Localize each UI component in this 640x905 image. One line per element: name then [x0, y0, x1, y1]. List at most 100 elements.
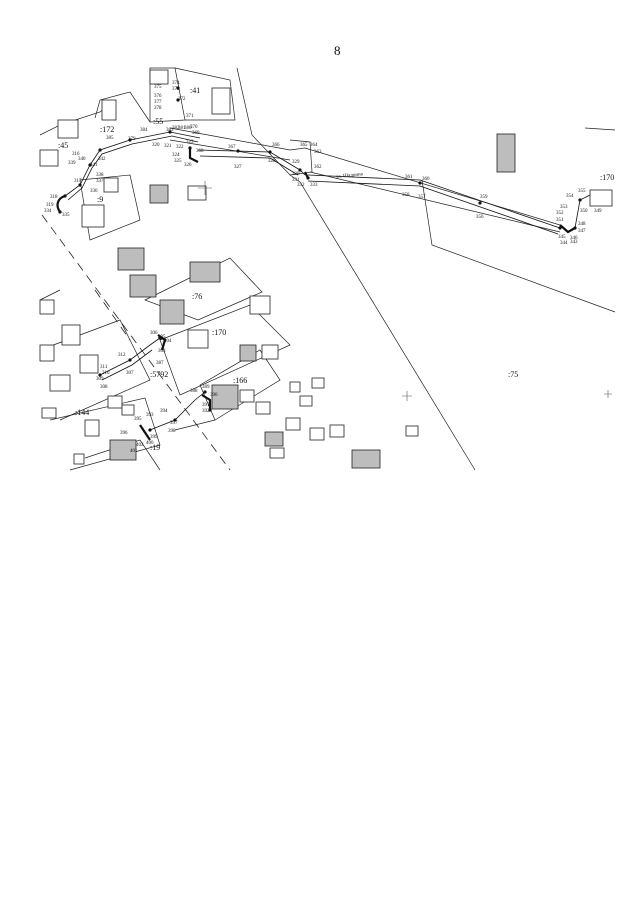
svg-text:357: 357 [418, 195, 426, 200]
red-line-boundary-2 [94, 289, 131, 341]
svg-text:304: 304 [164, 339, 172, 344]
svg-text:324: 324 [172, 153, 180, 158]
svg-text:389: 389 [202, 385, 210, 390]
parcel-label: :170 [600, 173, 614, 182]
svg-text:382: 382 [172, 126, 180, 131]
svg-text:380: 380 [184, 126, 192, 131]
svg-text:318: 318 [50, 195, 58, 200]
svg-text:397: 397 [170, 421, 178, 426]
svg-text:355: 355 [578, 189, 586, 194]
parcel-label: :45 [58, 141, 68, 150]
svg-text:303: 303 [158, 349, 166, 354]
crosshair-markers [198, 181, 612, 401]
svg-text:400: 400 [146, 441, 154, 446]
svg-text:309: 309 [96, 377, 104, 382]
svg-text:348: 348 [578, 222, 586, 227]
svg-text:372: 372 [178, 97, 186, 102]
page-number: 8 [334, 43, 341, 58]
svg-text:388: 388 [190, 389, 198, 394]
svg-text:394: 394 [160, 409, 168, 414]
svg-text:338: 338 [96, 173, 104, 178]
parcel-label: :76 [192, 292, 202, 301]
street-label: ул. Шадрина [336, 172, 364, 180]
svg-text:379: 379 [128, 137, 136, 142]
svg-text:321: 321 [164, 144, 172, 149]
buildings [39, 69, 613, 469]
svg-text:307: 307 [126, 371, 134, 376]
svg-text:384: 384 [140, 128, 148, 133]
svg-text:387: 387 [156, 361, 164, 366]
svg-text:333: 333 [310, 183, 318, 188]
svg-text:323: 323 [186, 140, 194, 145]
svg-text:335: 335 [62, 213, 70, 218]
svg-text:322: 322 [176, 145, 184, 150]
svg-text:365: 365 [300, 143, 308, 148]
svg-text:334: 334 [44, 209, 52, 214]
svg-text:359: 359 [480, 195, 488, 200]
svg-text:361: 361 [405, 175, 413, 180]
svg-text:395: 395 [134, 417, 142, 422]
svg-text:312: 312 [118, 353, 126, 358]
svg-text:362: 362 [314, 165, 322, 170]
svg-text:401: 401 [130, 449, 138, 454]
svg-text:396: 396 [120, 431, 128, 436]
svg-text:360: 360 [422, 177, 430, 182]
svg-text:376: 376 [154, 94, 162, 99]
svg-text:306: 306 [150, 331, 158, 336]
svg-text:329: 329 [292, 160, 300, 165]
svg-text:331: 331 [292, 178, 300, 183]
parcel-label: :41 [190, 86, 200, 95]
parcel-labels: :41 :55 :172 :45 :9 :76 :170 :5792 :166 … [58, 86, 614, 452]
parcel-label: :5792 [150, 370, 168, 379]
point-labels: 374 373 375 376 372 377 378 371 370 369 … [44, 81, 602, 454]
svg-text:369: 369 [192, 131, 200, 136]
svg-text:341: 341 [90, 163, 98, 168]
svg-text:339: 339 [68, 161, 76, 166]
parcel-label: :144 [75, 408, 89, 417]
svg-text:373: 373 [172, 87, 180, 92]
svg-text:375: 375 [154, 85, 162, 90]
svg-text:377: 377 [154, 100, 162, 105]
svg-text:340: 340 [78, 157, 86, 162]
svg-text:336: 336 [90, 189, 98, 194]
svg-text:385: 385 [106, 136, 114, 141]
parcel-label: :75 [508, 370, 518, 379]
svg-text:398: 398 [168, 429, 176, 434]
parcel-label: :172 [100, 125, 114, 134]
svg-text:368: 368 [196, 149, 204, 154]
svg-text:325: 325 [174, 159, 182, 164]
svg-text:337: 337 [96, 179, 104, 184]
svg-text:358: 358 [402, 193, 410, 198]
svg-text:343: 343 [570, 240, 578, 245]
svg-text:316: 316 [72, 152, 80, 157]
svg-text:320: 320 [152, 143, 160, 148]
svg-text:364: 364 [310, 143, 318, 148]
svg-text:346: 346 [570, 236, 578, 241]
svg-text:311: 311 [100, 365, 108, 370]
svg-text:366: 366 [272, 143, 280, 148]
svg-text:328: 328 [268, 159, 276, 164]
svg-text:390: 390 [210, 393, 218, 398]
svg-text:374: 374 [172, 81, 180, 86]
parcel-label: :166 [233, 376, 247, 385]
svg-text:349: 349 [594, 209, 602, 214]
svg-text:330: 330 [292, 172, 300, 177]
svg-text:356: 356 [476, 215, 484, 220]
parcel-label: :170 [212, 328, 226, 337]
svg-text:305: 305 [158, 335, 166, 340]
svg-text:363: 363 [314, 150, 322, 155]
parcel-label: :55 [153, 117, 163, 126]
svg-text:402: 402 [136, 443, 144, 448]
svg-text:392: 392 [202, 409, 210, 414]
svg-text:310: 310 [102, 371, 110, 376]
svg-text:308: 308 [100, 385, 108, 390]
svg-text:351: 351 [556, 218, 564, 223]
red-line-boundary [41, 214, 231, 471]
svg-text:332: 332 [297, 183, 305, 188]
svg-text:391: 391 [202, 403, 210, 408]
svg-text:326: 326 [184, 163, 192, 168]
svg-text:345: 345 [558, 235, 566, 240]
parcel-label: :9 [97, 195, 103, 204]
svg-text:371: 371 [186, 114, 194, 119]
